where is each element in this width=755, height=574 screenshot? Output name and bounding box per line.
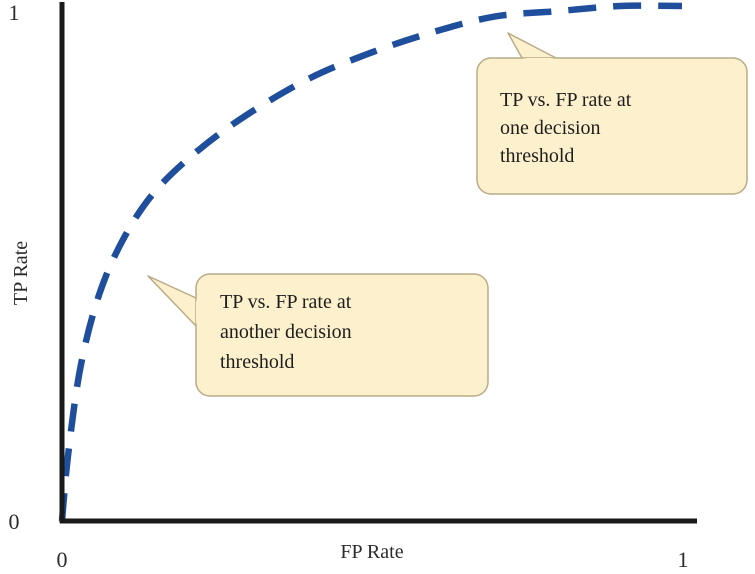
- callout-pointer: [507, 32, 557, 59]
- roc-curve-series: [58, 2, 683, 522]
- callout-text-line: threshold: [220, 351, 294, 373]
- y-axis-label: TP Rate: [10, 241, 32, 305]
- callout-text-line: one decision: [500, 117, 601, 139]
- x-tick-label-0: 0: [57, 547, 68, 572]
- x-tick-label-1: 1: [678, 547, 689, 572]
- callout-2: TP vs. FP rate at another decision thresho…: [147, 273, 489, 397]
- callout-text-line: TP vs. FP rate at: [220, 291, 352, 313]
- x-axis-label: FP Rate: [340, 541, 403, 563]
- callout-bubble: [195, 273, 489, 397]
- callout-text-line: TP vs. FP rate at: [500, 89, 632, 111]
- callout-pointer-join: [196, 298, 199, 326]
- callout-text-line: threshold: [500, 145, 574, 167]
- callout-pointer-join: [522, 58, 556, 61]
- callout-text-line: another decision: [220, 321, 352, 343]
- callout-pointer: [147, 275, 197, 327]
- callout-1: TP vs. FP rate at one decision threshold: [476, 32, 748, 195]
- callout-bubble: [476, 57, 748, 195]
- y-tick-label-0: 0: [9, 509, 20, 534]
- y-tick-label-1: 1: [9, 0, 20, 25]
